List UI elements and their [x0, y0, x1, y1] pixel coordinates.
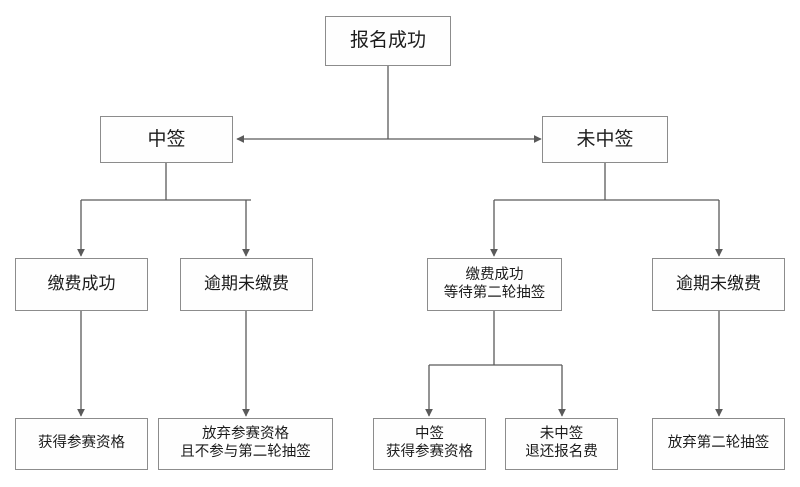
node-registration-success[interactable]: 报名成功	[325, 16, 451, 66]
node-line: 等待第二轮抽签	[443, 284, 546, 301]
node-payment-success-wait-second-round[interactable]: 缴费成功 等待第二轮抽签	[427, 258, 562, 311]
node-line: 放弃第二轮抽签	[667, 435, 770, 452]
node-abandon-second-round[interactable]: 放弃第二轮抽签	[652, 418, 785, 470]
node-payment-success-left[interactable]: 缴费成功	[15, 258, 148, 311]
node-overdue-unpaid-left[interactable]: 逾期未缴费	[180, 258, 313, 311]
node-overdue-unpaid-right[interactable]: 逾期未缴费	[652, 258, 785, 311]
node-line: 未中签	[576, 128, 634, 150]
node-line: 逾期未缴费	[676, 274, 761, 294]
node-line: 获得参赛资格	[386, 444, 473, 460]
node-second-round-not-won[interactable]: 未中签 退还报名费	[505, 418, 618, 470]
node-line: 放弃参赛资格	[202, 426, 289, 443]
node-line: 中签	[147, 128, 186, 150]
node-won-lottery[interactable]: 中签	[100, 116, 233, 163]
node-line: 报名成功	[349, 30, 426, 52]
node-line: 获得参赛资格	[38, 435, 125, 452]
node-line: 中签	[415, 426, 444, 443]
node-line: 逾期未缴费	[204, 274, 289, 294]
node-line: 缴费成功	[47, 274, 116, 294]
node-line: 缴费成功	[465, 266, 524, 283]
node-line: 未中签	[539, 426, 584, 443]
node-line: 且不参与第二轮抽签	[180, 444, 311, 460]
node-obtain-qualification[interactable]: 获得参赛资格	[15, 418, 148, 470]
node-not-won-lottery[interactable]: 未中签	[542, 116, 668, 163]
node-line: 退还报名费	[525, 444, 598, 460]
node-abandon-qualification-no-second-round[interactable]: 放弃参赛资格 且不参与第二轮抽签	[158, 418, 333, 470]
node-second-round-won[interactable]: 中签 获得参赛资格	[373, 418, 486, 470]
